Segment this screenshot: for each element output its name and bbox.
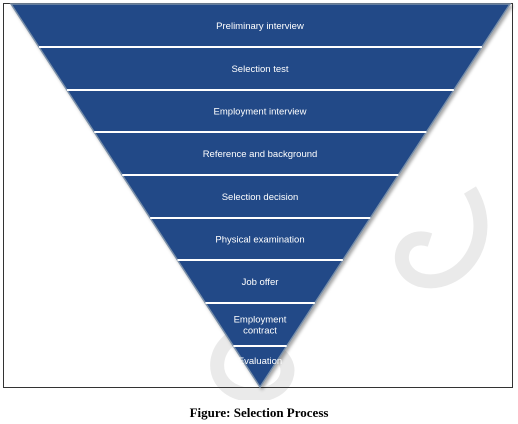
funnel-level-label: Evaluation [238, 356, 282, 367]
watermark [210, 186, 488, 400]
figure-caption: Figure: Selection Process [189, 405, 329, 420]
funnel-level-label: Employment interview [214, 107, 307, 118]
funnel-level-label: Selection decision [222, 192, 299, 203]
funnel-level-label: Preliminary interview [216, 21, 304, 32]
funnel-level-label: Job offer [242, 277, 279, 288]
funnel-level-label: Reference and background [203, 149, 318, 160]
funnel-body [9, 3, 512, 389]
funnel-level-label: Selection test [231, 64, 288, 75]
funnel-level-label: Physical examination [215, 235, 304, 246]
